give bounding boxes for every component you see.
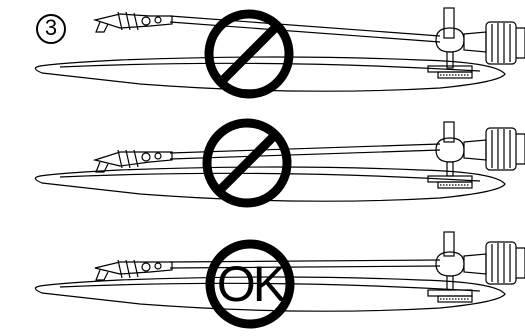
counterweight	[464, 22, 525, 64]
record-groove	[60, 63, 480, 71]
step-number: 3	[45, 15, 57, 40]
no-symbol-1	[209, 14, 289, 94]
record-groove	[60, 173, 480, 181]
headshell	[95, 260, 172, 280]
no-symbol-2	[207, 123, 287, 203]
counterweight	[464, 242, 525, 284]
counterweight	[464, 128, 525, 170]
headshell	[95, 12, 172, 32]
pivot-housing	[428, 8, 472, 78]
ok-label: OK	[203, 249, 297, 319]
pivot-housing	[428, 232, 472, 302]
step-marker: 3	[36, 14, 66, 44]
